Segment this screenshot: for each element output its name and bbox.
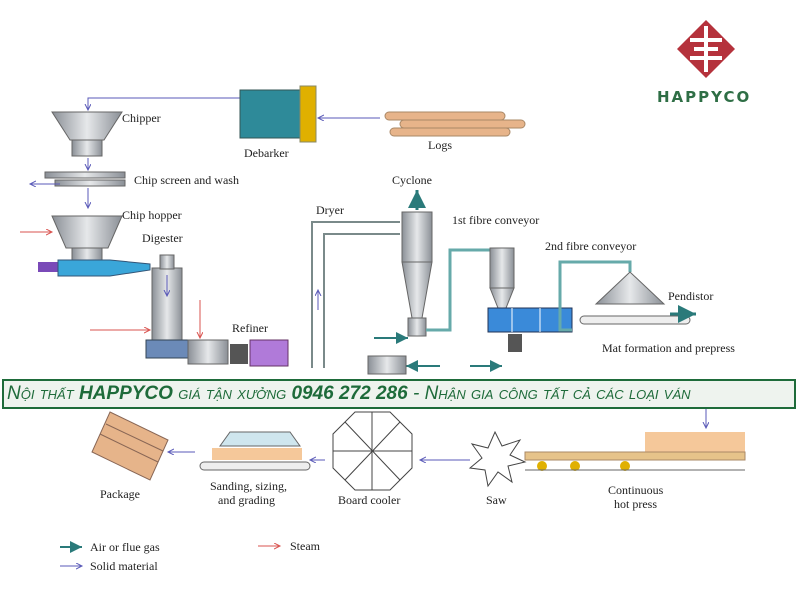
label-chipper: Chipper xyxy=(122,111,161,125)
label-dryer: Dryer xyxy=(316,203,344,217)
package xyxy=(91,411,169,481)
continuous-hot-press xyxy=(524,432,746,471)
promo-banner[interactable]: Nội thất HAPPYCO giá tận xưởng 0946 272 … xyxy=(2,379,796,409)
happyco-logo-icon xyxy=(677,20,735,78)
label-sanding-2: and grading xyxy=(218,493,275,507)
legend-steam: Steam xyxy=(290,539,321,553)
label-cyclone: Cyclone xyxy=(392,173,432,187)
pendistor xyxy=(579,271,691,325)
label-digester: Digester xyxy=(142,231,183,245)
fibre-bin xyxy=(487,307,573,333)
chip-hopper xyxy=(51,215,123,261)
cyclone xyxy=(401,211,433,337)
label-saw: Saw xyxy=(486,493,507,507)
banner-text-1: Nội thất xyxy=(7,383,79,404)
label-package: Package xyxy=(100,487,140,501)
label-pendistor: Pendistor xyxy=(668,289,713,303)
logs xyxy=(384,111,526,137)
banner-brand: HAPPYCO xyxy=(78,383,173,404)
label-press-1: Continuous xyxy=(608,483,664,497)
label-board-cooler: Board cooler xyxy=(338,493,400,507)
label-refiner: Refiner xyxy=(232,321,268,335)
saw xyxy=(468,430,527,488)
chip-screen xyxy=(44,171,126,179)
banner-phone: 0946 272 286 xyxy=(291,383,408,404)
legend-solid: Solid material xyxy=(90,559,158,573)
label-logs: Logs xyxy=(428,138,452,152)
banner-text-2: giá tận xưởng xyxy=(172,383,292,404)
logo-text: HAPPYCO xyxy=(657,88,752,106)
label-fibre2: 2nd fibre conveyor xyxy=(545,239,636,253)
label-sanding-1: Sanding, sizing, xyxy=(210,479,287,493)
label-chip-screen: Chip screen and wash xyxy=(134,173,239,187)
sanding-machine xyxy=(199,431,311,471)
label-mat: Mat formation and prepress xyxy=(602,341,735,355)
legend: Air or flue gas Solid material Steam xyxy=(60,539,321,573)
legend-air: Air or flue gas xyxy=(90,540,160,554)
label-fibre1: 1st fibre conveyor xyxy=(452,213,539,227)
refiner xyxy=(187,339,289,367)
screw-feeder xyxy=(38,259,151,277)
label-chip-hopper: Chip hopper xyxy=(122,208,182,222)
label-debarker: Debarker xyxy=(244,146,289,160)
label-press-2: hot press xyxy=(614,497,657,511)
debarker xyxy=(239,85,317,143)
dryer-duct xyxy=(311,221,400,368)
board-cooler xyxy=(332,411,413,491)
digester xyxy=(145,254,189,359)
banner-text-3: - Nhận gia công tất cả các loại ván xyxy=(407,383,691,404)
chipper xyxy=(51,111,123,157)
fibre-cyclone xyxy=(489,247,515,309)
